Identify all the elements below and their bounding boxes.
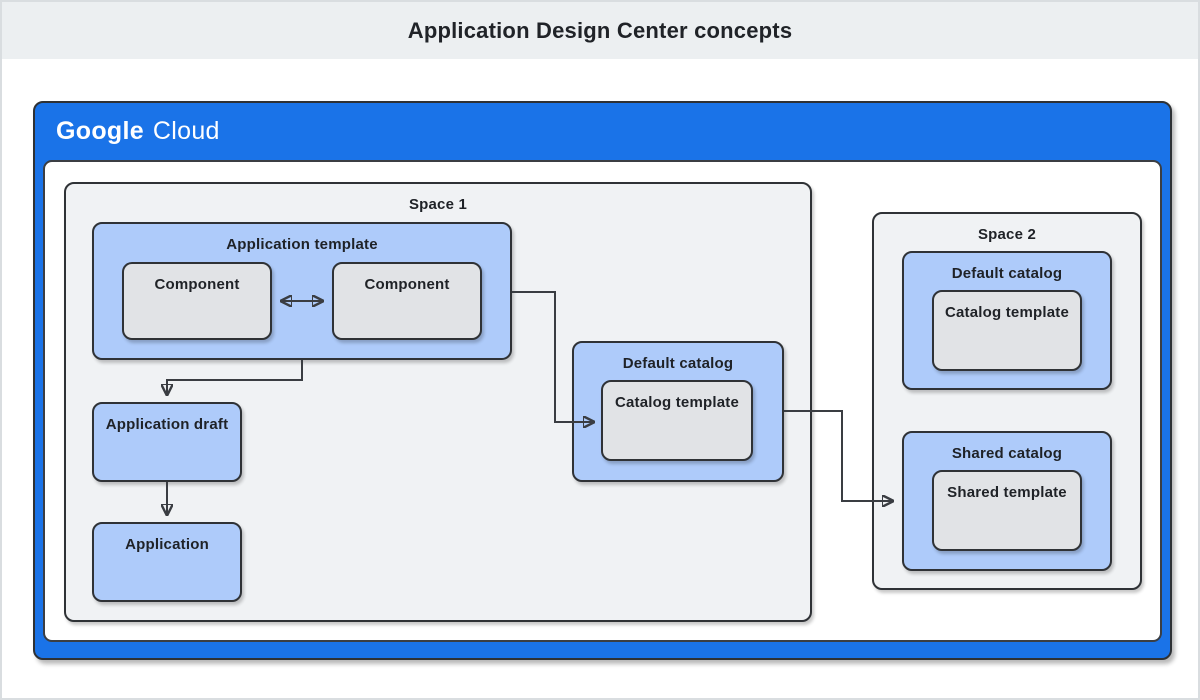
google-logo-text: Google	[56, 117, 144, 145]
google-cloud-logo: Google Cloud	[56, 103, 220, 160]
application-draft-label: Application draft	[105, 416, 229, 433]
space-2-label: Space 2	[977, 226, 1037, 243]
component-right-label: Component	[364, 276, 450, 293]
catalog-template-space1-label: Catalog template	[614, 394, 740, 411]
shared-catalog-label: Shared catalog	[951, 445, 1063, 462]
application-draft-node: Application draft	[92, 402, 242, 482]
component-node-right: Component	[332, 262, 482, 340]
page-title: Application Design Center concepts	[407, 17, 793, 43]
application-template-label: Application template	[226, 236, 378, 253]
default-catalog-space1-label: Default catalog	[622, 355, 734, 372]
catalog-template-space2-label: Catalog template	[944, 304, 1070, 321]
title-banner: Application Design Center concepts	[2, 2, 1198, 59]
application-node: Application	[92, 522, 242, 602]
shared-template-label: Shared template	[947, 484, 1067, 501]
space-1-label: Space 1	[408, 196, 468, 213]
default-catalog-space2-label: Default catalog	[951, 265, 1063, 282]
component-left-label: Component	[154, 276, 240, 293]
component-node-left: Component	[122, 262, 272, 340]
catalog-template-space1-node: Catalog template	[601, 380, 753, 461]
application-label: Application	[125, 536, 209, 553]
cloud-logo-text: Cloud	[152, 117, 220, 145]
catalog-template-space2-node: Catalog template	[932, 290, 1082, 371]
shared-template-node: Shared template	[932, 470, 1082, 551]
